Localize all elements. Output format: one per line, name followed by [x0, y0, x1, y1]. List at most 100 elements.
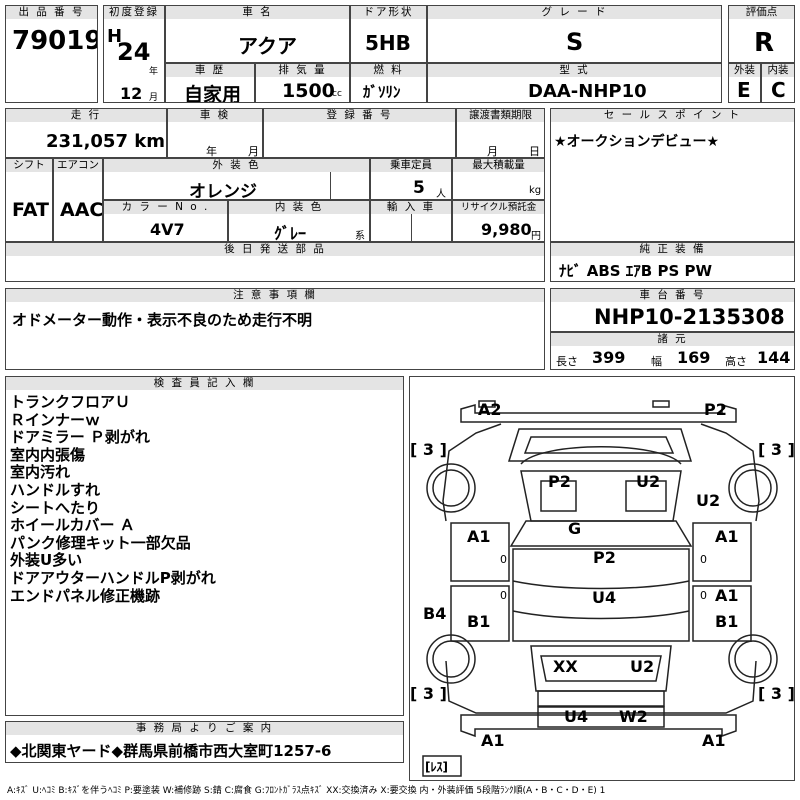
office-cell: 事 務 局 よ り ご 案 内 ◆北関東ヤード◆群馬県前橋市西大室町1257-6: [5, 721, 404, 763]
reg-cell: 初度登録 H 24 年 12 月: [103, 5, 165, 103]
insp-month-unit: 月: [248, 145, 259, 158]
grade-cell: グ レ ー ド S: [427, 5, 722, 63]
load-unit: kg: [529, 185, 542, 196]
len-label: 長さ: [556, 355, 578, 368]
model-label: 型 式: [428, 64, 721, 77]
shift: FAT: [12, 199, 49, 221]
history-label: 車 歴: [166, 64, 254, 77]
import-cell: 輸 入 車: [370, 200, 452, 242]
shift-label: シフト: [6, 159, 52, 172]
fuel: ｶﾞｿﾘﾝ: [363, 83, 401, 101]
inspector-notes: トランクフロアＵ Ｒインナーｗ ドアミラー Ｐ剥がれ 室内内張傷 室内汚れ ハン…: [10, 393, 216, 605]
reg-month: 12: [120, 84, 143, 103]
seats-cell: 乗車定員 5 人: [370, 158, 452, 200]
lot-number: 79019: [12, 26, 98, 56]
mark-w2: W2: [619, 707, 648, 726]
length: 399: [592, 348, 626, 367]
seats-unit: 人: [436, 189, 446, 200]
ext-score: E: [737, 78, 751, 102]
mark-g: G: [568, 519, 582, 538]
mark-bracket-3-rear-left: [ 3 ]: [410, 684, 447, 703]
colorno-label: カ ラ ー N o .: [104, 201, 227, 214]
fuel-cell: 燃 料 ｶﾞｿﾘﾝ: [350, 63, 427, 103]
intcolor-label: 内 装 色: [229, 201, 369, 214]
disp-label: 排 気 量: [256, 64, 349, 77]
score-label: 評価点: [729, 6, 794, 19]
equip-cell: 純 正 装 備 ﾅﾋﾞ ABS ｴｱB PS PW: [550, 242, 795, 282]
color: オレンジ: [189, 182, 257, 200]
reg-era: H: [107, 26, 123, 47]
int-cell: 内装 C: [761, 63, 795, 103]
ac-cell: エアコン AAC: [53, 158, 103, 242]
mileage-label: 走 行: [6, 109, 166, 122]
sales-label: セ ー ル ス ポ イ ン ト: [551, 109, 794, 122]
score-cell: 評価点 R: [728, 5, 795, 63]
grade-label: グ レ ー ド: [428, 6, 721, 19]
intcolor: ｸﾞﾚｰ: [274, 224, 307, 242]
color-label: 外 装 色: [104, 159, 369, 172]
history: 自家用: [184, 84, 242, 103]
inspector-note: ハンドルすれ: [10, 480, 101, 499]
legend: A:ｷｽﾞ U:ﾍｺﾐ B:ｷｽﾞを伴うﾍｺﾐ P:要塗装 W:補修跡 S:錆 …: [7, 786, 606, 796]
door-cell: ドア形状 5HB: [350, 5, 427, 63]
height: 144: [757, 348, 791, 367]
chassis-cell: 車 台 番 号 NHP10-2135308: [550, 288, 795, 332]
mark-b1-right-rear-door: B1: [715, 612, 739, 631]
transfer-cell: 譲渡書類期限 月 日: [456, 108, 545, 158]
inspector-note: 室内内張傷: [10, 445, 86, 464]
mark-bracket-3-rear-right: [ 3 ]: [758, 684, 795, 703]
colorno-cell: カ ラ ー N o . 4V7: [103, 200, 228, 242]
mark-zero-right-front: 0: [700, 553, 707, 566]
name-label: 車 名: [166, 6, 349, 19]
door-type: 5HB: [365, 31, 411, 55]
inspector-note: Ｒインナーｗ: [10, 410, 101, 429]
lot-cell: 出 品 番 号 79019: [5, 5, 98, 103]
office-label: 事 務 局 よ り ご 案 内: [6, 722, 403, 735]
reg-month-unit: 月: [149, 93, 159, 103]
mark-a2: A2: [478, 400, 502, 419]
door-label: ドア形状: [351, 6, 426, 19]
sales-cell: セ ー ル ス ポ イ ン ト ★オークションデビュー★: [550, 108, 795, 242]
mark-b4: B4: [423, 604, 447, 623]
mark-u4-roof: U4: [592, 588, 617, 607]
mark-p2-front-left: P2: [548, 472, 571, 491]
insp-year-unit: 年: [206, 145, 217, 158]
reg-year: 24: [117, 38, 151, 66]
mark-b1-left-rear-door: B1: [467, 612, 491, 631]
mark-zero-right-rear: 0: [700, 589, 707, 602]
hei-label: 高さ: [725, 355, 747, 368]
mark-less: [ﾚｽ]: [425, 760, 448, 774]
damage-diagram: A2 P2 [ 3 ] [ 3 ] P2 U2 U2 G A1 A1 0 0 P…: [409, 376, 795, 781]
mark-a1-right-rear-door: A1: [715, 586, 739, 605]
intcolor-unit: 系: [355, 231, 365, 242]
fuel-label: 燃 料: [351, 64, 426, 77]
mark-p2-top-right: P2: [704, 400, 727, 419]
ext-label: 外装: [729, 64, 760, 77]
regno-cell: 登 録 番 号: [263, 108, 456, 158]
reg-year-unit: 年: [149, 67, 159, 77]
mark-bracket-3-front-left: [ 3 ]: [410, 440, 447, 459]
inspector-note: 外装U多い: [10, 551, 83, 570]
mark-u4-rear: U4: [564, 707, 589, 726]
inspector-note: ドアミラー Ｐ剥がれ: [10, 428, 150, 447]
mark-zero-left-front: 0: [500, 553, 507, 566]
score: R: [754, 28, 775, 58]
office-text: ◆北関東ヤード◆群馬県前橋市西大室町1257-6: [10, 742, 332, 760]
seats: 5: [413, 178, 425, 198]
inspector-note: トランクフロアＵ: [10, 393, 131, 411]
mark-u2-rear: U2: [630, 657, 655, 676]
name-cell: 車 名 アクア: [165, 5, 350, 63]
recycle-label: リサイクル預託金: [453, 201, 544, 214]
recycle-cell: リサイクル預託金 9,980 円: [452, 200, 545, 242]
dims-label: 諸 元: [551, 333, 794, 346]
recycle: 9,980: [481, 220, 532, 239]
model-cell: 型 式 DAA-NHP10: [427, 63, 722, 103]
inspection-cell: 車 検 年 月: [167, 108, 263, 158]
mark-a1-rear-left: A1: [481, 731, 505, 750]
inspector-cell: 検 査 員 記 入 欄 トランクフロアＵ Ｒインナーｗ ドアミラー Ｐ剥がれ 室…: [5, 376, 404, 716]
mark-p2-roof: P2: [593, 548, 616, 567]
import-label: 輸 入 車: [371, 201, 451, 214]
transfer-day-unit: 日: [529, 145, 540, 158]
mark-a1-right-front-door: A1: [715, 527, 739, 546]
inspector-note: ドアアウターハンドルP剥がれ: [10, 568, 216, 587]
